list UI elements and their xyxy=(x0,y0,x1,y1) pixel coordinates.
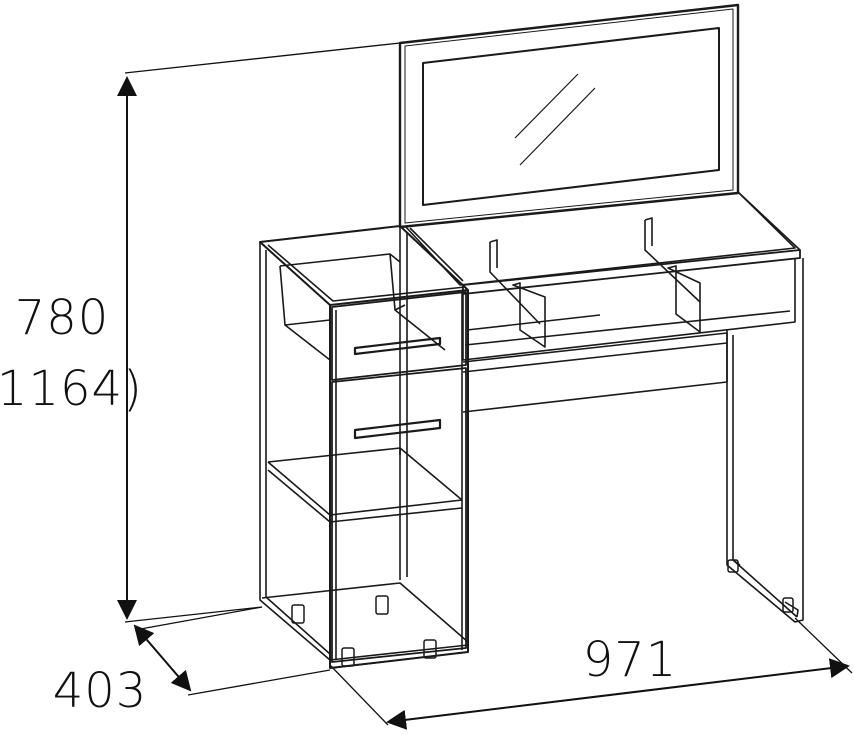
height-label: 780 xyxy=(15,290,110,346)
dimension-labels: 780 (1164) 403 971 xyxy=(0,290,678,719)
pedestal xyxy=(259,225,469,669)
depth-arrow xyxy=(133,624,192,692)
width-ext-left xyxy=(329,664,389,726)
width-ext-right xyxy=(794,617,853,674)
mirror xyxy=(398,3,740,229)
table-top xyxy=(404,191,804,623)
depth-ext-right xyxy=(187,669,331,696)
furniture xyxy=(259,3,804,669)
depth-label: 403 xyxy=(53,663,148,719)
casters xyxy=(291,559,794,667)
height-ext-bottom xyxy=(124,606,263,623)
dimension-lines xyxy=(117,42,853,730)
width-label: 971 xyxy=(583,632,678,688)
width-arrow xyxy=(386,658,850,730)
height-raised-label: (1164) xyxy=(0,361,143,417)
height-ext-top xyxy=(124,42,401,74)
